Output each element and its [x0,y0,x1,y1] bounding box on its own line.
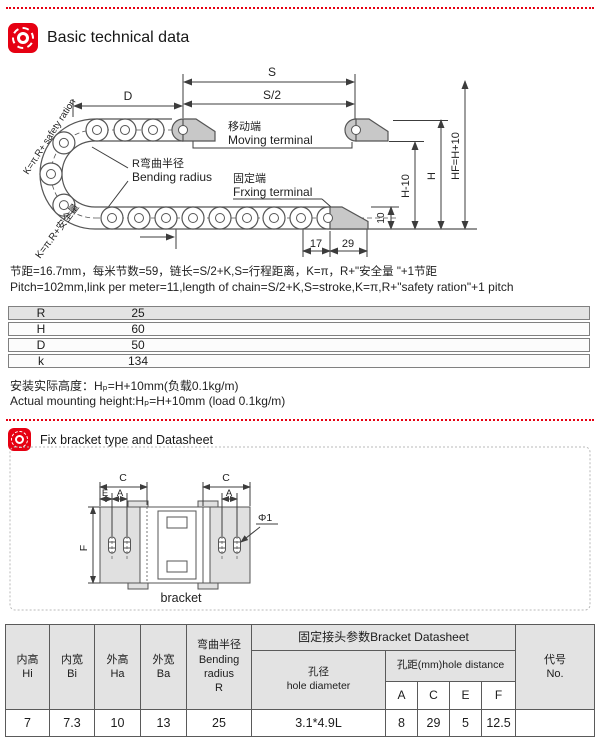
fixing-terminal-label-en: Frxing terminal [233,185,312,199]
icon-inner-ring [15,435,24,444]
col-header-c: C [417,681,450,710]
icon-outer-ring [12,27,34,49]
table-row: D 50 [8,338,590,352]
col-header-a: A [385,681,418,710]
param-value: 134 [127,354,149,368]
dim-hf-label: HF=H+10 [450,132,462,180]
dim-h10-label: H-10 [400,174,412,198]
bending-radius-label-cn: R弯曲半径 [132,156,184,170]
dim-s2-label: S/2 [263,88,281,102]
value-inner-height: 7 [5,709,50,737]
value-c: 29 [417,709,450,737]
fixing-terminal-bracket [329,206,369,230]
bracket-datasheet-table: 内高 Hi 内宽 Bi 外高 Ha 外宽 Ba 弯曲半径 Bending rad… [5,624,595,737]
bracket-drawing [99,500,251,590]
moving-terminal-label-en: Moving terminal [228,133,313,147]
phi-label: Φ1 [258,512,272,524]
bracket-diagram: C E A C A F Φ1 bracket [9,446,591,611]
dim-e-label: E [102,488,108,499]
bracket-panel-border [9,446,591,611]
col-header-bending-radius: 弯曲半径 Bending radius R [186,624,252,710]
dim-17-label: 17 [310,238,322,250]
pitch-note-en: Pitch=102mm,link per meter=11,length of … [10,280,514,294]
group-header-bracket-datasheet: 固定接头参数Bracket Datasheet [250,624,517,651]
param-label: H [36,322,46,336]
value-a: 8 [385,709,418,737]
col-header-e: E [449,681,482,710]
dim-c-right-label: C [222,472,230,484]
param-value: 25 [131,306,145,320]
section1-title: Basic technical data [47,29,190,46]
value-outer-width: 13 [140,709,187,737]
dim-f-label: F [78,545,90,551]
dim-a-right-label: A [226,488,233,499]
col-header-inner-width: 内宽 Bi [49,624,95,710]
table-row: R 25 [8,306,590,320]
phi-leader [240,526,261,543]
dim-10-label: 10 [376,212,387,224]
value-e: 5 [449,709,482,737]
section2-title: Fix bracket type and Datasheet [40,432,214,447]
col-header-no: 代号 No. [515,624,595,710]
dim-29-label: 29 [342,238,354,250]
section-bullet-icon [8,428,31,451]
bending-radius-label-en: Bending radius [132,170,212,184]
group-header-hole-distance: 孔距(mm)hole distance [384,650,517,682]
col-header-hole-diameter: 孔径 hole diameter [251,650,386,710]
value-f: 12.5 [480,709,517,737]
mounting-holes [108,531,241,559]
dim-c-left-label: C [119,472,127,484]
cable-chain [39,118,477,230]
mount-height-en: Actual mounting height:Hₚ=H+10mm (load 0… [10,394,286,408]
col-header-f: F [480,681,517,710]
value-outer-height: 10 [94,709,141,737]
section1-header: Basic technical data [8,23,189,53]
datasheet-row: 7 7.3 10 13 25 3.1*4.9L 8 29 5 12.5 [5,709,595,737]
param-value: 60 [131,322,145,336]
table-row: H 60 [8,322,590,336]
technical-diagram: S S/2 D 移动端 Moving terminal 固定端 Frxing t… [21,65,477,261]
section2-header: Fix bracket type and Datasheet [8,428,213,451]
bracket-caption: bracket [161,591,203,605]
pitch-note-cn: 节距=16.7mm，每米节数=59，链长=S/2+K,S=行程距离，K=π，R+… [10,266,438,278]
icon-inner-ring [17,32,29,44]
table-row: k 134 [8,354,590,368]
col-header-outer-width: 外宽 Ba [140,624,187,710]
dim-d-label: D [124,89,133,103]
dim-s-label: S [268,65,276,79]
value-inner-width: 7.3 [49,709,95,737]
col-header-inner-height: 内高 Hi [5,624,50,710]
top-divider [6,7,594,9]
mount-height-cn: 安装实际高度：Hₚ=H+10mm(负载0.1kg/m) [10,379,239,393]
param-label: k [38,354,44,368]
param-value: 50 [131,338,145,352]
col-header-outer-height: 外高 Ha [94,624,141,710]
section-bullet-icon [8,23,38,53]
value-hole-diameter: 3.1*4.9L [251,709,386,737]
value-no [515,709,595,737]
fixing-terminal-label-cn: 固定端 [233,171,266,185]
moving-terminal-label-cn: 移动端 [228,120,261,133]
value-bending-radius: 25 [186,709,252,737]
dim-h-label: H [426,172,438,180]
section-divider [6,419,594,421]
basic-parameters-table: R 25 H 60 D 50 k 134 [8,306,590,370]
param-label: D [36,338,46,352]
dim-a-left-label: A [117,488,124,499]
param-label: R [36,306,46,320]
